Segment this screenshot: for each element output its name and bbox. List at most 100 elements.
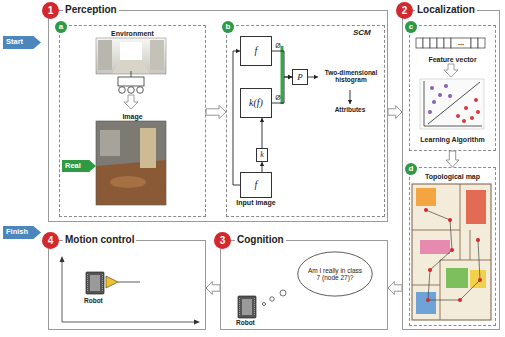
node-text: a — [59, 22, 63, 31]
hollow-arrow — [388, 106, 402, 119]
scatter-plot — [464, 106, 468, 110]
text-node: Two-dimensional histogram — [318, 62, 384, 90]
robot-icon — [106, 276, 118, 288]
connector — [348, 90, 352, 104]
step-badge: 4 — [42, 232, 59, 249]
node-text: d — [409, 164, 414, 173]
robot-sketch — [131, 71, 132, 77]
environment-photo — [96, 38, 166, 74]
motion-axes — [60, 256, 65, 262]
scatter-plot — [474, 98, 478, 102]
robot-sketch — [137, 87, 144, 94]
hollow-arrow — [206, 282, 220, 295]
robot-icon — [86, 272, 140, 294]
floor-map — [458, 298, 462, 302]
panel-title: Motion control — [63, 234, 136, 246]
thought-bubble: Am I really in class 7 (node 27)? — [297, 251, 373, 297]
process-box: P — [292, 69, 308, 85]
arrowhead — [314, 75, 318, 79]
arrowhead — [260, 118, 264, 122]
floor-map — [448, 218, 452, 222]
robot-label: Robot — [236, 319, 255, 326]
node-text: b — [226, 22, 231, 31]
robot-icon — [239, 298, 240, 316]
robot-sketch — [128, 87, 135, 94]
thought-dots — [263, 290, 287, 306]
floor-map — [424, 208, 428, 212]
scatter-plot — [432, 100, 436, 104]
node-text: k — [260, 150, 264, 159]
ellipsis-label: ... — [458, 39, 464, 47]
node-text: Attributes — [335, 106, 366, 113]
node-text: Two-dimensional histogram — [318, 69, 384, 84]
sub-panel: SCMbfk(f)kfInput imagePTwo-dimensional h… — [226, 25, 385, 217]
motion-axes — [194, 320, 200, 325]
robot-icon — [238, 296, 256, 318]
floor-map — [466, 190, 486, 224]
step-badge: c — [405, 21, 417, 33]
connector-line — [272, 51, 292, 77]
camera-image — [140, 128, 156, 168]
node-text: f — [255, 179, 258, 191]
robot-icon — [242, 299, 252, 315]
robot-sketch — [119, 87, 126, 94]
motion-axes — [60, 256, 201, 325]
camera-image — [96, 121, 166, 205]
connector — [446, 151, 459, 167]
floor-map — [412, 184, 491, 320]
stage-panel: Perception1EnvironmentImageaRealSCMbfk(f… — [48, 10, 388, 222]
feature-vector — [423, 38, 430, 48]
scatter-plot — [424, 81, 482, 126]
feature-vector — [430, 38, 437, 48]
step-badge: 3 — [214, 232, 231, 249]
node-text: k(f) — [249, 97, 263, 109]
step-badge: 1 — [42, 2, 59, 19]
scatter-plot — [420, 79, 484, 129]
sub-panel: EnvironmentImageaReal — [59, 25, 206, 217]
bubble-outline — [298, 252, 372, 296]
text-node: Attributes — [323, 104, 377, 116]
feature-vector — [444, 38, 451, 48]
process-box: fInput image — [240, 172, 272, 198]
step-badge: a — [55, 21, 67, 33]
flag-tag: Finish — [3, 226, 41, 239]
camera-image — [100, 130, 120, 156]
floor-map — [426, 298, 430, 302]
node-text: 2 — [402, 5, 408, 17]
scatter-plot — [476, 110, 480, 114]
environment-photo — [96, 38, 166, 74]
hollow-arrow — [446, 151, 459, 167]
hollow-arrow — [206, 106, 226, 119]
step-badge: d — [405, 163, 417, 175]
green-bar — [281, 46, 284, 104]
sub-panel: Topological mapd — [409, 167, 496, 326]
robot-icon — [102, 274, 103, 292]
robot-icon — [238, 296, 256, 318]
connector — [308, 75, 318, 79]
camera-image — [96, 121, 166, 205]
camera-image — [96, 121, 166, 205]
connector — [233, 49, 240, 185]
node-text: 1 — [48, 5, 54, 17]
scatter-plot — [456, 114, 460, 118]
robot-icon — [90, 275, 100, 291]
stage-panel: Cognition3Am I really in class 7 (node 2… — [220, 240, 388, 330]
connector — [272, 75, 292, 103]
node-text: 3 — [220, 235, 226, 247]
process-box: k — [256, 148, 268, 162]
feature-vector — [437, 38, 444, 48]
floor-map — [416, 188, 436, 206]
thought-dots — [280, 290, 286, 296]
node-text: 4 — [48, 235, 54, 247]
arrowhead — [260, 162, 264, 166]
robot-icon — [86, 272, 104, 294]
step-badge: b — [222, 21, 234, 33]
floor-map — [412, 184, 491, 320]
connector — [206, 106, 226, 119]
node-text: Image — [60, 113, 205, 121]
edge-label: Ø — [275, 94, 280, 102]
node-text: Feature vector — [410, 56, 495, 64]
arrowhead — [348, 100, 352, 104]
process-box: k(f) — [240, 88, 272, 118]
